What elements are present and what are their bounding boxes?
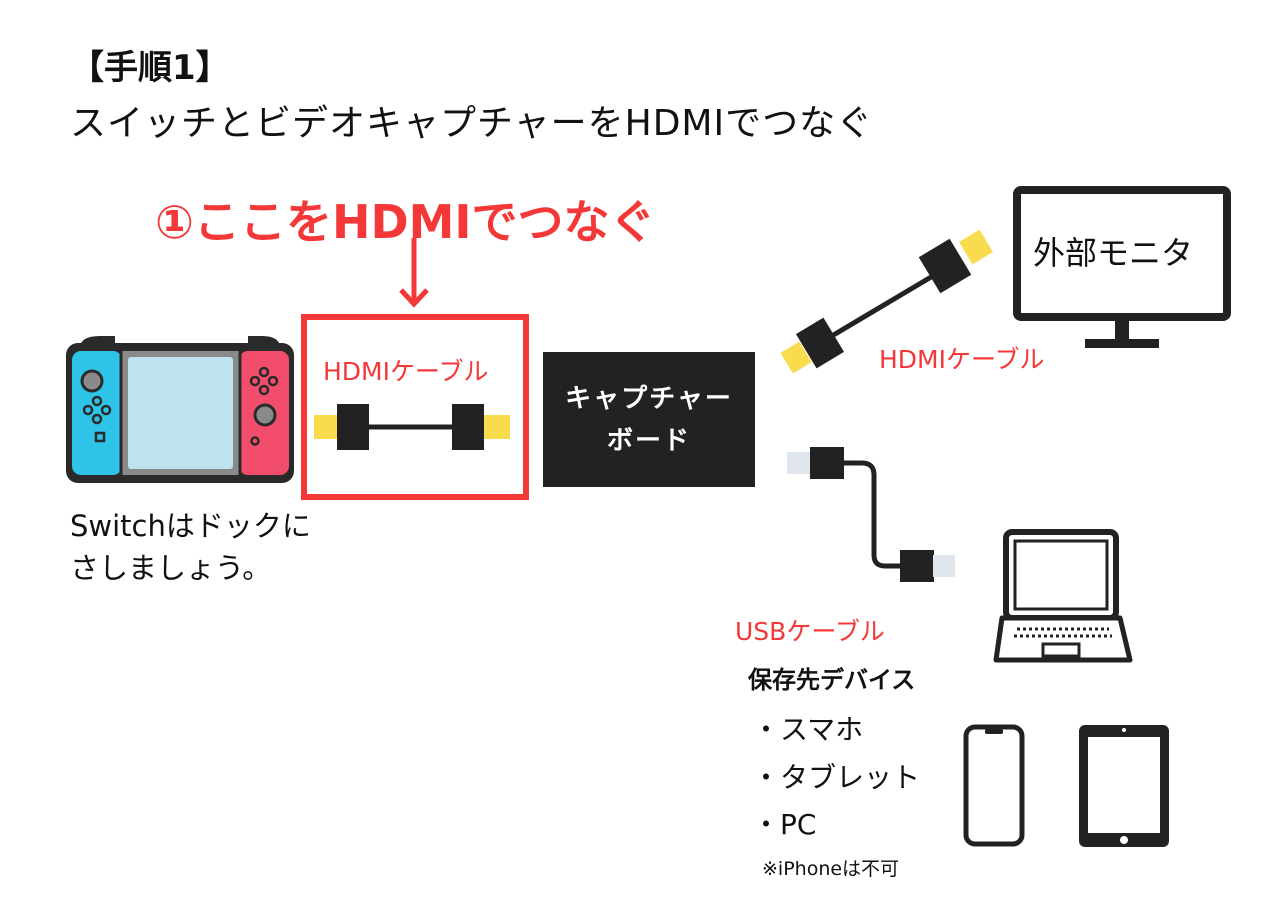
external-monitor-label: 外部モニタ [1033, 234, 1194, 272]
capture-board-line2: ボード [606, 425, 691, 456]
usb-cable-icon [787, 447, 955, 582]
step-title: 【手順1】 [70, 48, 230, 88]
hdmi-cable-right-icon [780, 229, 993, 374]
smartphone-icon [963, 724, 1025, 847]
highlight-box [301, 314, 529, 500]
hdmi-cable-label-left: HDMIケーブル [323, 357, 489, 386]
callout-text: ①ここをHDMIでつなぐ [155, 195, 656, 249]
step-subtitle: スイッチとビデオキャプチャーをHDMIでつなぐ [70, 103, 874, 144]
laptop-icon [993, 529, 1133, 663]
hdmi-cable-label-right: HDMIケーブル [879, 345, 1045, 374]
device-item-smartphone: ・スマホ [752, 713, 864, 746]
usb-cable-label: USBケーブル [735, 617, 885, 646]
switch-note: Switchはドックに さしましょう。 [70, 505, 311, 589]
devices-heading: 保存先デバイス [748, 666, 916, 694]
capture-board-line1: キャプチャー [565, 383, 733, 414]
tablet-icon [1079, 725, 1169, 847]
switch-note-line2: さしましょう。 [70, 551, 272, 585]
down-arrow-icon [399, 238, 429, 308]
iphone-note: ※iPhoneは不可 [762, 858, 900, 880]
capture-board: キャプチャー ボード [543, 352, 755, 487]
device-item-tablet: ・タブレット [752, 761, 921, 794]
hdmi-cable-left-icon [314, 404, 510, 450]
monitor-icon [1013, 186, 1231, 348]
switch-note-line1: Switchはドックに [70, 509, 311, 543]
device-item-pc: ・PC [752, 808, 817, 841]
nintendo-switch-icon [66, 336, 294, 483]
